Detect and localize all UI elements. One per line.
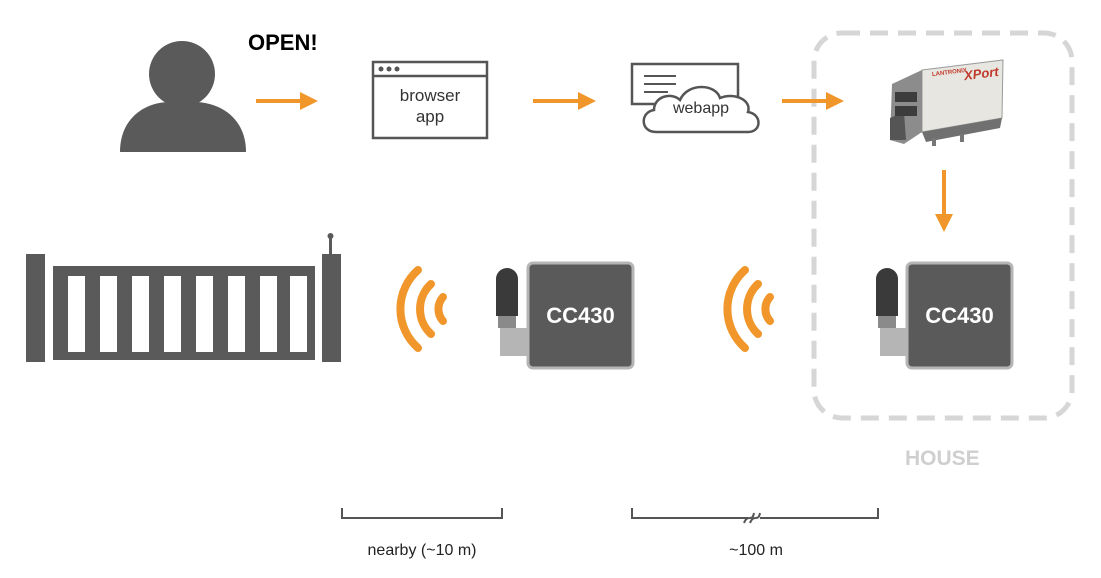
cc430-right-label: CC430: [925, 303, 994, 328]
user-icon: [120, 41, 246, 152]
browser-window-icon: [371, 60, 489, 140]
cc430-board-icon: [876, 261, 1014, 370]
cc430-board-icon: [496, 261, 635, 370]
range-far-label: ~100 m: [729, 542, 783, 559]
xport-module-icon: [890, 59, 1004, 146]
house-label: HOUSE: [905, 447, 980, 470]
wireless-signal-icon: [723, 266, 774, 352]
range-near-label: nearby (~10 m): [367, 542, 477, 559]
gate-slats: [68, 276, 307, 352]
browser-label-line1: browser: [399, 86, 461, 105]
range-bracket-near: [341, 508, 503, 519]
arrow-browser-to-webapp: [533, 92, 596, 110]
webapp-label: webapp: [672, 100, 730, 117]
cc430-left-label: CC430: [546, 303, 615, 328]
cloud-icon: [630, 62, 760, 134]
wireless-signal-icon: [396, 266, 447, 352]
range-bracket-far: [631, 508, 879, 524]
arrow-user-to-browser: [256, 92, 318, 110]
open-label: OPEN!: [248, 30, 318, 55]
arrow-webapp-to-xport: [782, 92, 844, 110]
arrow-xport-to-cc430: [935, 170, 953, 232]
browser-label-line2: app: [415, 107, 445, 126]
house-boundary: [811, 30, 1075, 421]
